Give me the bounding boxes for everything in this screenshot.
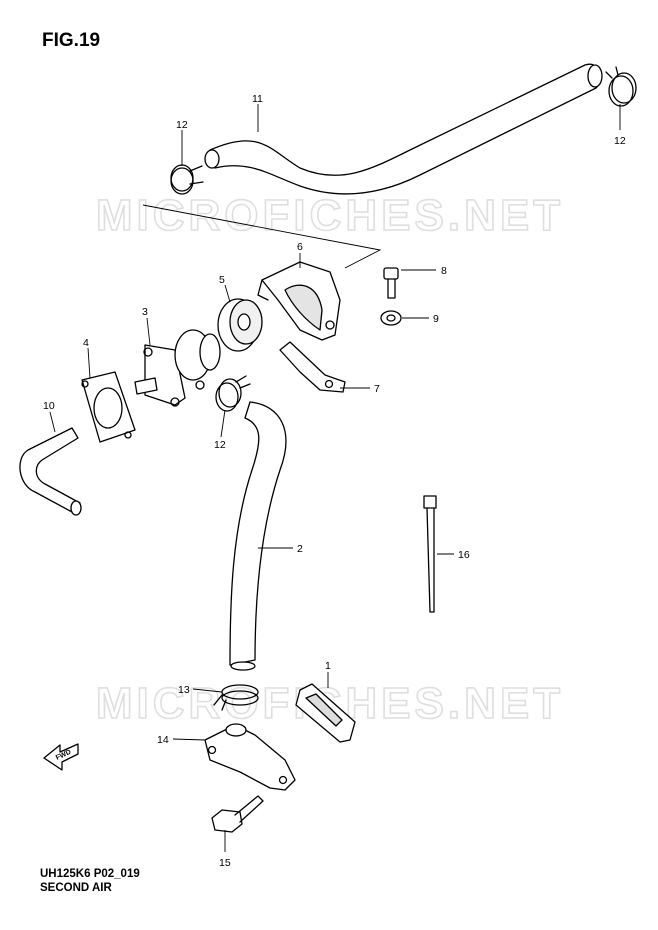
callouts: 11 12 12 6 8 5 3 9 4 7 10 12 2 16 1 13 1… (43, 93, 626, 869)
fwd-arrow-icon (43, 743, 79, 771)
callout-10: 10 (43, 400, 55, 412)
callout-7: 7 (374, 383, 380, 395)
part-12-clamp-upper-right (605, 66, 637, 107)
callout-1: 1 (325, 660, 331, 672)
part-6-bracket (257, 261, 341, 341)
watermark-top: MICROFICHES.NET (96, 191, 564, 240)
callout-11: 11 (252, 93, 263, 105)
part-15-bolt (211, 795, 264, 833)
callout-14: 14 (157, 734, 169, 746)
callout-9: 9 (433, 313, 439, 325)
diagram-name: SECOND AIR (40, 882, 112, 894)
callout-4: 4 (83, 337, 89, 349)
callout-6: 6 (297, 241, 303, 253)
part-12-clamp-middle (215, 375, 251, 412)
part-8-bolt (383, 267, 399, 299)
part-16-cable-tie (423, 495, 437, 613)
callout-12-middle: 12 (214, 439, 226, 451)
part-12-clamp-upper-left (170, 164, 204, 195)
callout-8: 8 (441, 265, 447, 277)
callout-3: 3 (142, 306, 148, 318)
part-7-bracket (279, 341, 346, 393)
callout-15: 15 (219, 857, 231, 869)
part-9-washer (380, 310, 402, 326)
leader-lines (49, 104, 621, 852)
figure-title: FIG.19 (42, 30, 101, 51)
callout-5: 5 (219, 274, 225, 286)
part-1-cover (295, 683, 356, 743)
part-2-hose (229, 401, 287, 671)
part-10-hose (19, 427, 82, 516)
callout-12-upper-left: 12 (176, 119, 188, 131)
callout-2: 2 (297, 543, 303, 555)
part-4-gasket (81, 371, 136, 443)
callout-12-upper-right: 12 (614, 135, 626, 147)
diagram-code: UH125K6 P02_019 (40, 868, 140, 880)
callout-13: 13 (178, 684, 190, 696)
part-5-grommet (217, 298, 263, 352)
part-14-pipe (204, 723, 296, 791)
callout-16: 16 (458, 549, 470, 561)
part-3-valve-assy (134, 329, 221, 407)
part-11-hose (204, 63, 603, 195)
